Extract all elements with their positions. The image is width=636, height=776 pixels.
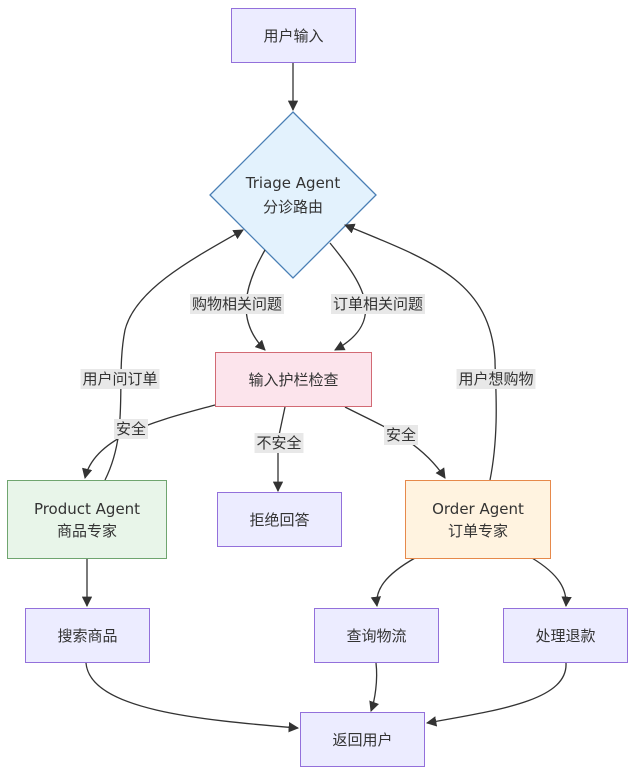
node-triage-agent[interactable]: Triage Agent 分诊路由 [246,171,340,219]
node-label: 搜索商品 [57,626,118,645]
node-subtitle: 分诊路由 [262,198,323,216]
node-search-product[interactable]: 搜索商品 [25,608,150,663]
edge-label-safe-left: 安全 [113,419,149,439]
node-label: 返回用户 [332,730,393,749]
node-title: Triage Agent [245,174,341,192]
edge-label-user-asks-order: 用户问订单 [80,369,160,389]
node-label: 输入护栏检查 [248,370,339,389]
edge-refund-to-return [425,662,567,727]
edge-label-user-wants-shop: 用户想购物 [456,369,536,389]
edge-label-safe-right: 安全 [383,425,419,445]
node-label: 用户输入 [263,26,324,45]
edge-label-shopping-question: 购物相关问题 [189,294,285,314]
node-title: Product Agent [33,499,141,518]
node-user-input[interactable]: 用户输入 [231,8,356,63]
node-subtitle: 商品专家 [56,521,117,540]
edge-order-to-triage [344,223,497,481]
node-subtitle: 订单专家 [447,521,508,540]
node-label: 处理退款 [535,626,596,645]
edge-guard-to-product-safe [82,404,216,480]
triage-diamond-shape[interactable] [209,111,377,279]
node-handle-refund[interactable]: 处理退款 [503,608,628,663]
edge-logistics-to-return [369,662,380,712]
node-order-agent[interactable]: Order Agent 订单专家 [405,480,551,559]
node-title: Order Agent [432,499,524,518]
node-input-guardrail[interactable]: 输入护栏检查 [215,352,372,407]
edge-search-to-return [85,662,300,733]
node-query-logistics[interactable]: 查询物流 [314,608,439,663]
edge-order-to-logistics [370,557,416,608]
node-return-user[interactable]: 返回用户 [300,712,425,767]
node-label: 查询物流 [346,626,407,645]
node-product-agent[interactable]: Product Agent 商品专家 [7,480,167,559]
edge-order-to-refund [531,557,572,608]
edge-label-unsafe: 不安全 [254,433,304,453]
edge-label-order-question: 订单相关问题 [330,294,426,314]
node-reject-answer[interactable]: 拒绝回答 [217,492,342,547]
node-label: 拒绝回答 [249,510,310,529]
